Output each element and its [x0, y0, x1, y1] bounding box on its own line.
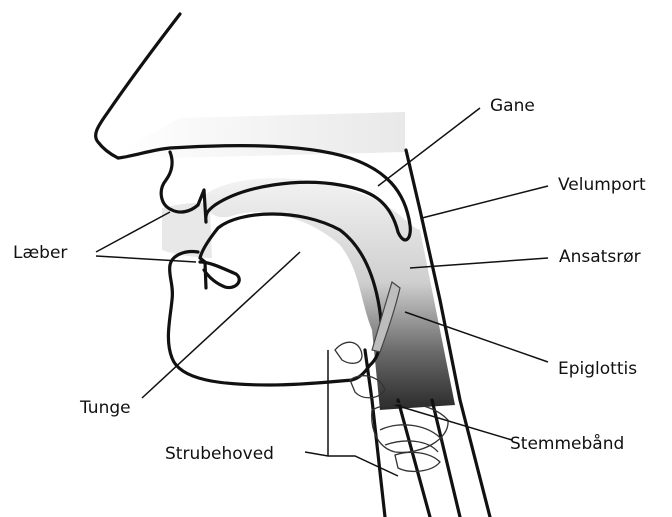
larynx-cartilage [335, 342, 362, 363]
label-ansatsror: Ansatsrør [559, 247, 641, 267]
label-laeber: Læber [13, 243, 67, 263]
label-stemmebaand: Stemmebånd [510, 433, 624, 454]
label-tunge: Tunge [79, 398, 131, 418]
label-epiglottis: Epiglottis [558, 359, 637, 379]
leader-velumport [422, 186, 548, 218]
leader-stemmebaand [395, 405, 512, 440]
label-velumport: Velumport [558, 175, 646, 195]
label-gane: Gane [490, 96, 535, 116]
leader-laeber-top [96, 212, 170, 252]
trachea-wall-1 [398, 400, 430, 517]
vocal-tract-shading [205, 178, 455, 410]
nasal-cavity-shading [118, 112, 405, 158]
label-strubehoved: Strubehoved [165, 444, 274, 464]
leader-tunge [142, 252, 300, 398]
leader-laeber-bottom [96, 256, 196, 262]
